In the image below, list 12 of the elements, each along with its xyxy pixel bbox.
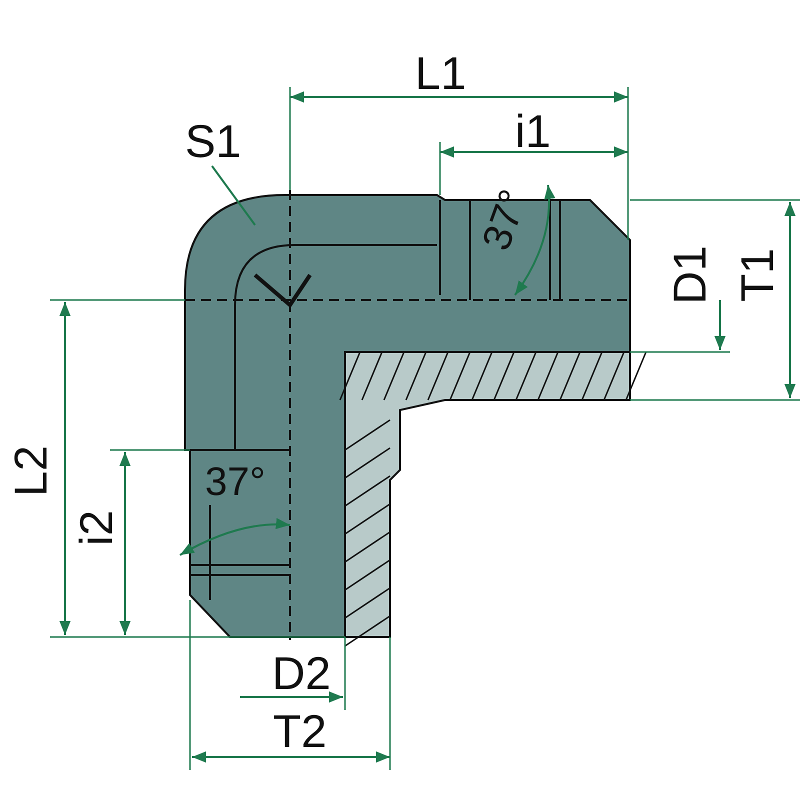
dimension-label: T1 [734,248,780,302]
dimension-label: L1 [415,50,466,96]
dimension-label: i2 [72,510,119,546]
dimension-label: i1 [515,108,551,154]
angle-label: 37° [205,462,266,502]
dimension-label: D1 [666,246,712,304]
dimension-label: L2 [8,445,54,497]
part-label: S1 [185,118,242,164]
angle-label: 37° [476,184,534,256]
dimension-label: D2 [272,650,331,696]
leader-line [211,165,256,226]
dimension-label: T2 [273,708,327,754]
